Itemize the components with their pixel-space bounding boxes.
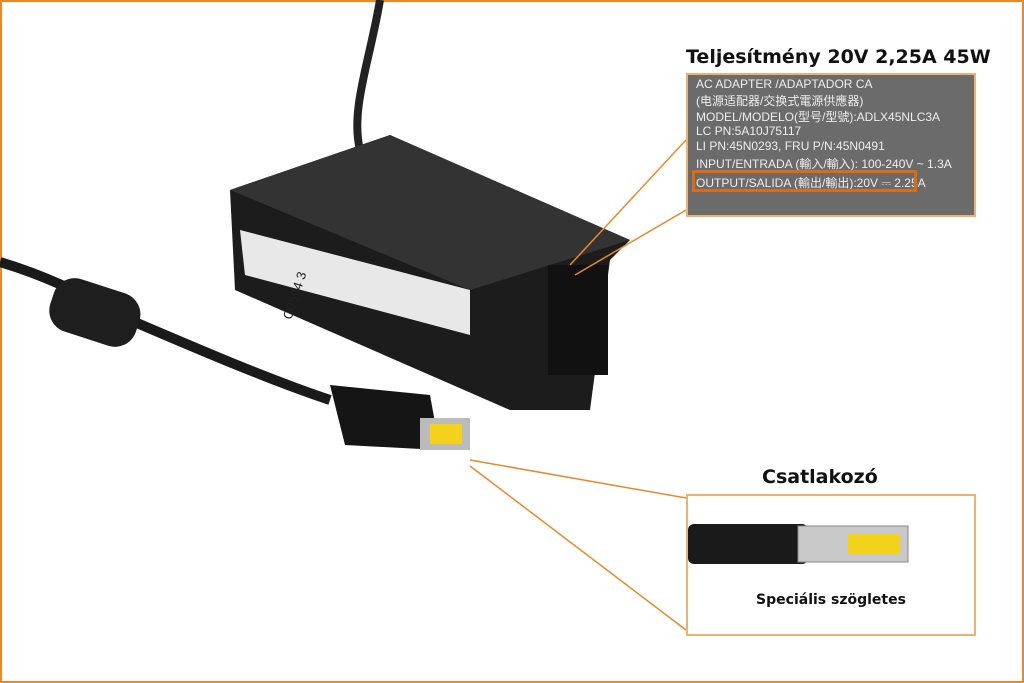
connector-image: [688, 524, 909, 564]
barcode-sticker: [240, 230, 470, 335]
label-closeup: AC ADAPTER /ADAPTADOR CA (电源适配器/交换式電源供應器…: [686, 73, 976, 217]
rating-title: Teljesítmény 20V 2,25A 45W: [686, 46, 991, 68]
connector-closeup: Speciális szögletes: [686, 494, 976, 636]
connector-caption: Speciális szögletes: [756, 592, 906, 608]
label-line: MODEL/MODELO(型号/型號):ADLX45NLC3A: [696, 110, 941, 124]
label-line: AC ADAPTER /ADAPTADOR CA: [696, 77, 873, 91]
label-line: LI PN:45N0293, FRU P/N:45N0491: [696, 139, 885, 153]
label-line: (电源适配器/交换式電源供應器): [696, 94, 864, 108]
label-line: OUTPUT/SALIDA (輸出/輸出):20V ⎓ 2.25A: [696, 176, 926, 190]
label-line: INPUT/ENTRADA (輸入/輸入): 100-240V ~ 1.3A: [696, 157, 952, 171]
ac-cable: [353, 0, 384, 151]
dc-plug: [330, 385, 440, 450]
connector-title: Csatlakozó: [762, 466, 878, 488]
ferrite-bead: [49, 278, 141, 347]
label-line: LC PN:5A10J75117: [696, 124, 802, 138]
output-highlight: [692, 170, 917, 192]
adapter-top: [230, 135, 630, 290]
ac-socket: [548, 265, 608, 375]
